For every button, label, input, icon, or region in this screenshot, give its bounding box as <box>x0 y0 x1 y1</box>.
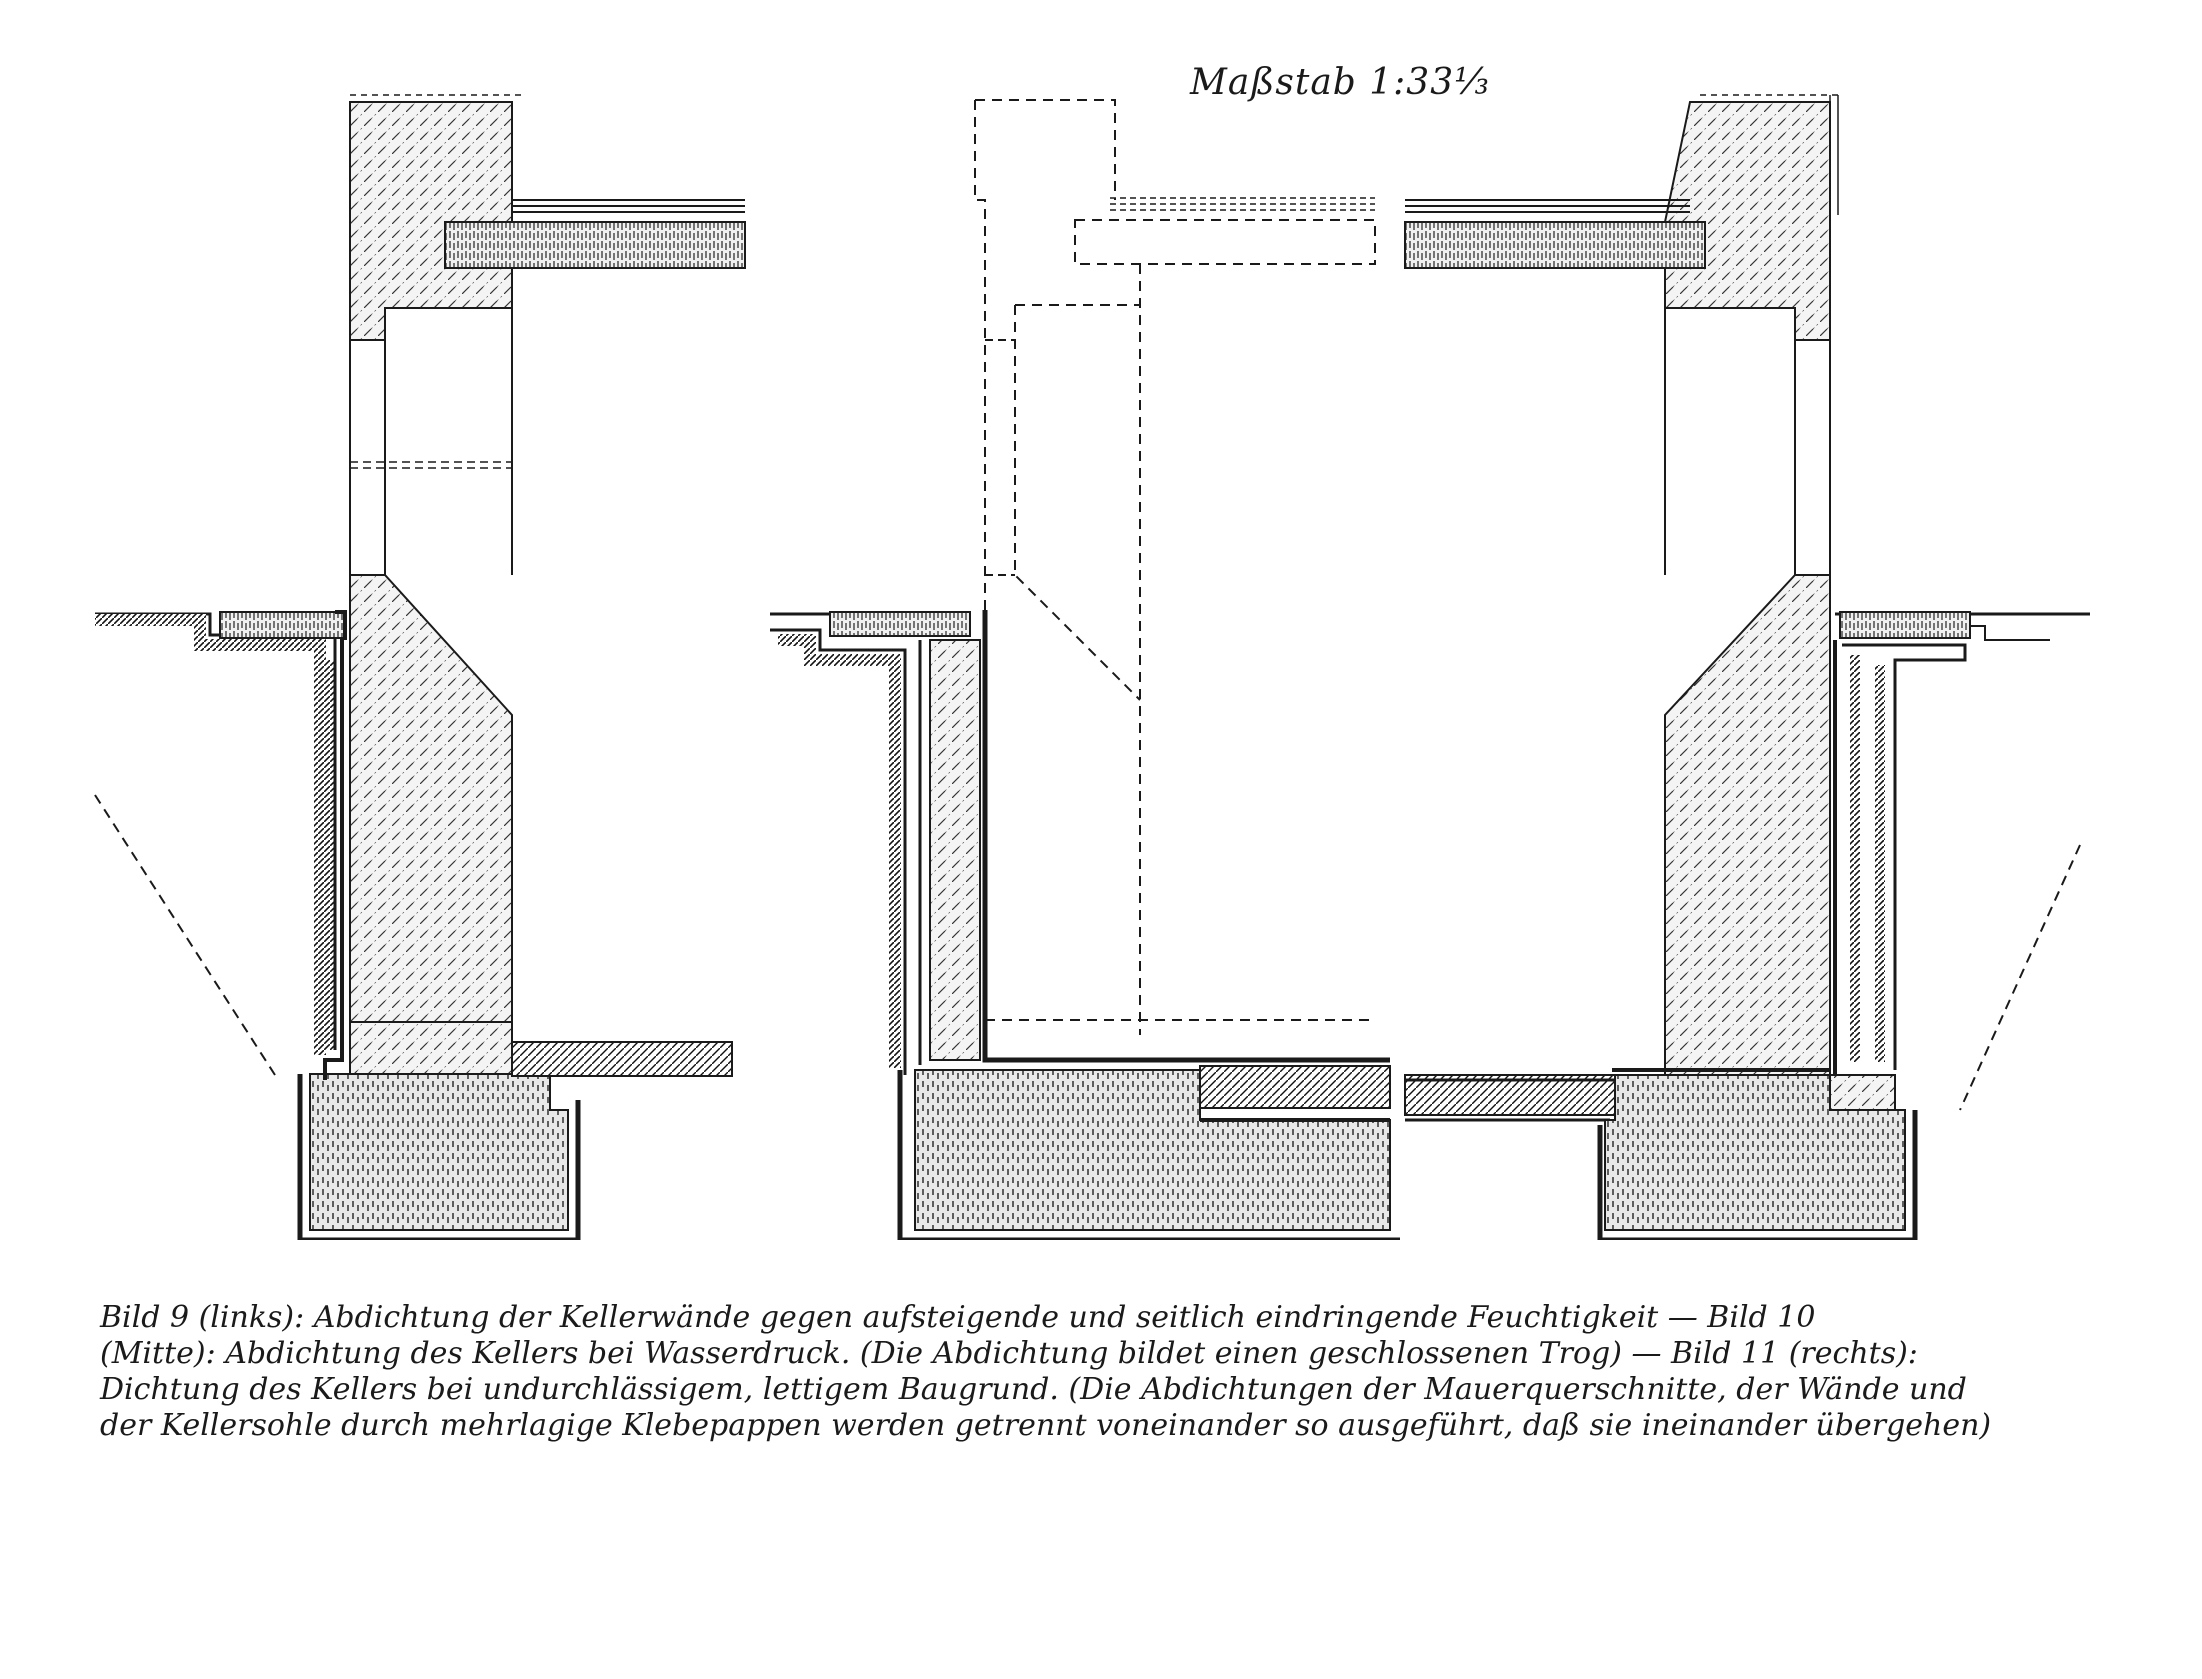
caption-line: der Kellersohle durch mehrlagige Klebepa… <box>100 1408 1992 1443</box>
left-ceiling-beam <box>444 221 746 269</box>
right-floor-slab <box>1404 1074 1616 1116</box>
right-footing <box>1604 1074 1906 1231</box>
caption-line: (Mitte): Abdichtung des Kellers bei Wass… <box>100 1336 1918 1371</box>
caption-line: Dichtung des Kellers bei undurchlässigem… <box>100 1372 1967 1407</box>
middle-wall <box>929 639 981 1061</box>
left-lower-wall <box>349 574 513 1023</box>
right-ceiling-beam <box>1404 221 1706 269</box>
figure-right <box>1404 94 2090 1240</box>
figure-left <box>94 94 746 1240</box>
basement-waterproofing-diagram <box>94 94 2090 1240</box>
scale-label: Maßstab 1:33⅓ <box>1190 62 1490 103</box>
figure-middle <box>770 99 1400 1240</box>
left-ground-line <box>95 612 337 1050</box>
right-lower-wall <box>1664 574 1831 1076</box>
left-excavation-line <box>94 794 276 1076</box>
middle-floor-slab <box>1199 1065 1391 1109</box>
left-floor-slab <box>511 1041 733 1077</box>
caption-line: Bild 9 (links): Abdichtung der Kellerwän… <box>100 1300 1816 1335</box>
left-footing <box>309 1073 569 1231</box>
figure-caption: Bild 9 (links): Abdichtung der Kellerwän… <box>100 1300 2080 1444</box>
right-excavation-line <box>1959 844 2081 1111</box>
